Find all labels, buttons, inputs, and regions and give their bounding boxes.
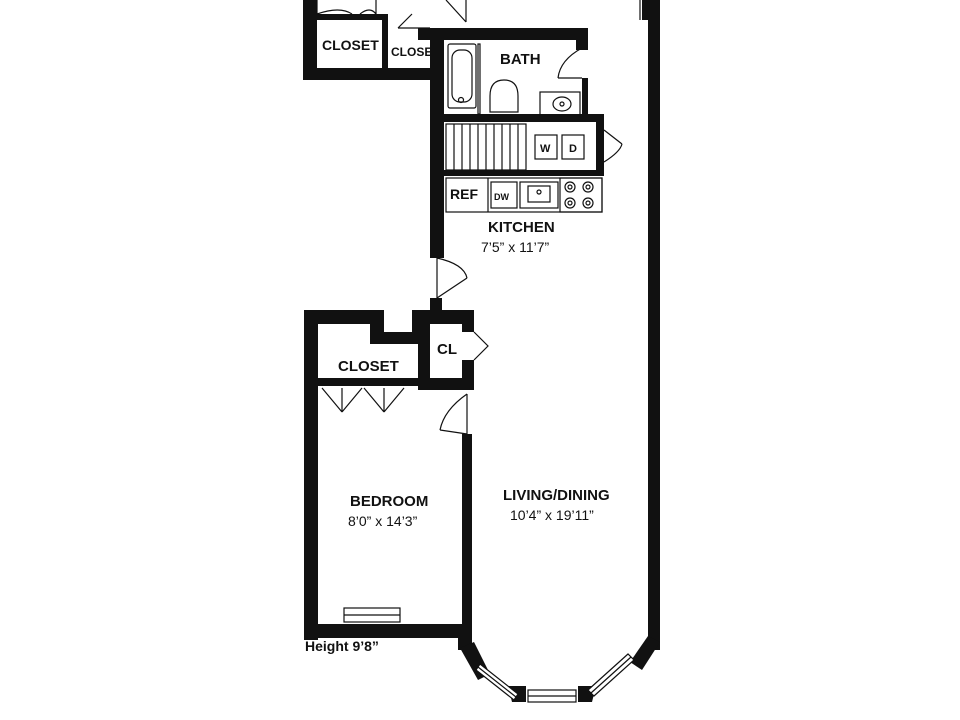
bedroom-dims: 8’0” x 14’3” (348, 513, 418, 529)
closet-left-label: CLOSET (322, 37, 379, 53)
kitchen-dims: 7’5” x 11’7” (481, 239, 550, 255)
stairs (444, 123, 604, 176)
cl-label: CL (437, 341, 457, 358)
bath-walls (430, 28, 604, 258)
right-exterior-wall (639, 0, 660, 650)
closet-small-label: CLOSET (391, 45, 440, 59)
closet-door-swings-top (316, 0, 467, 29)
bedroom-walls (304, 310, 474, 644)
bath-label: BATH (500, 51, 541, 68)
ref-label: REF (450, 186, 478, 202)
height-note: Height 9’8” (305, 638, 379, 654)
bedroom-label: BEDROOM (350, 493, 428, 510)
laundry: W D (534, 129, 623, 163)
dishwasher-label: DW (494, 192, 509, 202)
kitchen-label: KITCHEN (488, 219, 555, 236)
entry-door (430, 248, 468, 310)
closet-bedroom-label: CLOSET (338, 358, 399, 375)
dryer-label: D (569, 143, 577, 155)
washer-label: W (540, 143, 551, 155)
kitchen-fixtures (445, 177, 603, 213)
bay-windows (475, 653, 635, 703)
living-label: LIVING/DINING (503, 487, 610, 504)
bath-fixtures (447, 43, 583, 117)
bedroom-closet-doors (321, 331, 489, 435)
living-dims: 10’4” x 19’11” (510, 507, 594, 523)
bedroom-window (343, 607, 401, 623)
